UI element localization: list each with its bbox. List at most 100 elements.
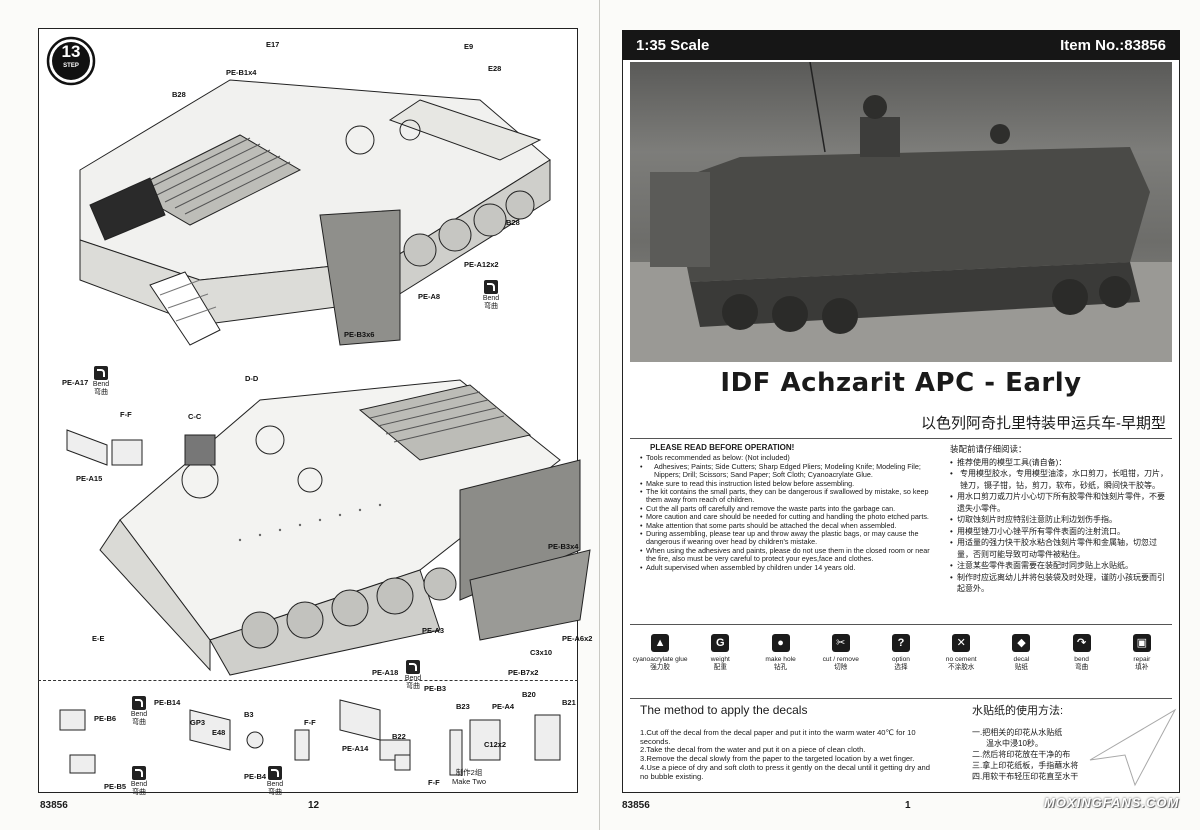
- notice-english: PLEASE READ BEFORE OPERATION! Tools reco…: [640, 443, 940, 572]
- notice-item: Make sure to read this instruction liste…: [640, 479, 940, 489]
- decal-heading-en: The method to apply the decals: [640, 703, 808, 717]
- detail-assembly-f-f: [66, 429, 143, 466]
- item-number: Item No.:83856: [1060, 36, 1166, 54]
- instruction-page-left: 13 STEP: [38, 0, 600, 830]
- callout-pe-b4: PE-B4: [244, 772, 267, 781]
- notice-chinese: 装配前请仔细阅读： 推荐使用的模型工具(请自备)： 专用模型胶水，专用模型油漆，…: [950, 444, 1170, 595]
- page-number-right: 1: [905, 800, 911, 811]
- bend-icon: [484, 280, 498, 294]
- callout-pe-b14: PE-B14: [154, 698, 181, 707]
- weight-icon: G: [711, 634, 730, 652]
- notice-item: Tools recommended as below: (Not include…: [640, 453, 940, 463]
- callout-gp3: GP3: [190, 718, 206, 727]
- callout-pe-a4: PE-A4: [492, 702, 515, 711]
- divider: [630, 438, 1172, 439]
- callout-e28: E28: [488, 64, 502, 73]
- notice-item: During assembling, please tear up and th…: [640, 529, 940, 547]
- notice-item-cn: 用水口剪刀或刀片小心切下所有胶零件和蚀刻片零件，不要遗失小零件。: [950, 491, 1170, 514]
- hero-photo: [630, 62, 1172, 362]
- detail-assembly-sub: [59, 699, 561, 776]
- notice-item-cn: 专用模型胶水，专用模型油漆，水口剪刀，长咀钳，刀片，锉刀，镊子钳，钻，剪刀，软布…: [950, 468, 1170, 491]
- vehicle-drawing-top: [79, 79, 551, 346]
- decal-step: 2.Take the decal from the water and put …: [640, 745, 866, 755]
- decal-step: 1.Cut off the decal from the decal paper…: [640, 727, 916, 746]
- callout-b22: B22: [392, 732, 406, 741]
- bend-icon: [132, 766, 146, 780]
- callout-pe-b5: PE-B5: [104, 782, 127, 791]
- notice-item: Cut the all parts off carefully and remo…: [640, 504, 940, 514]
- no-cement-icon: ✕: [952, 634, 971, 652]
- vehicle-drawing-main: [99, 379, 591, 676]
- callout-c3x10: C3x10: [530, 648, 553, 657]
- watermark: MOXINGFANS.COM: [1044, 795, 1180, 810]
- decal-step-cn: 三.拿上印花纸板，手指蘸水将: [972, 761, 1079, 770]
- callout-pe-a8: PE-A8: [418, 292, 441, 301]
- callout-pe-b6: PE-B6: [94, 714, 117, 723]
- divider: [630, 624, 1172, 625]
- footer-code-right: 83856: [622, 800, 650, 811]
- notice-item-cn: 制作时应远离幼儿并将包装袋及时处理，谨防小孩玩要而引起意外。: [950, 572, 1170, 595]
- callout-pe-b3-mid: PE-B3: [424, 684, 447, 693]
- glue-bottle-icon: ▲: [651, 634, 670, 652]
- callout-e-e: E-E: [92, 634, 105, 643]
- drill-icon: ●: [771, 634, 790, 652]
- callout-b28-a: B28: [172, 90, 186, 99]
- callout-f-f-mid: F-F: [120, 410, 132, 419]
- notice-item: The kit contains the small parts, they c…: [640, 487, 940, 505]
- decal-method-en: The method to apply the decals 1.Cut off…: [640, 703, 940, 782]
- decal-step-cn: 二.然后将印花放在干净的布: [972, 750, 1071, 759]
- decal-heading-cn: 水贴纸的使用方法:: [972, 705, 1064, 717]
- callout-b28-b: B28: [506, 218, 520, 227]
- decal-method-cn: 水贴纸的使用方法: 一.把相关的印花从水贴纸 温水中浸10秒。 二.然后将印花放…: [972, 706, 1172, 782]
- header-bar: 1:35 Scale Item No.:83856: [622, 30, 1180, 60]
- knife-icon: ✂: [831, 634, 850, 652]
- callout-e9: E9: [464, 42, 474, 51]
- bend-icon: [94, 366, 108, 380]
- callout-pe-a3: PE-A3: [422, 626, 445, 635]
- decal-step: 3.Remove the decal slowly from the paper…: [640, 754, 915, 764]
- bend-icon: ↷: [1072, 634, 1091, 652]
- callout-f-f-sub-a: F-F: [304, 718, 316, 727]
- decal-step: 4.Use a piece of dry and soft cloth to p…: [640, 762, 930, 781]
- notice-heading: PLEASE READ BEFORE OPERATION!: [650, 443, 795, 452]
- callout-pe-a14: PE-A14: [342, 744, 369, 753]
- watermark-plane-icon: [1089, 708, 1177, 787]
- bend-icon: [132, 696, 146, 710]
- callout-pe-a17: PE-A17: [62, 378, 89, 387]
- footer-code-left: 83856: [40, 800, 68, 811]
- notice-item-cn: 注意某些零件表面需要在装配时同步贴上水贴纸。: [950, 560, 1170, 572]
- notice-item-cn: 推荐使用的模型工具(请自备)：: [950, 457, 1170, 469]
- callout-b3: B3: [244, 710, 254, 719]
- step-number: 13: [61, 42, 81, 61]
- callout-pe-b7x2: PE-B7x2: [508, 668, 539, 677]
- callout-c12x2: C12x2: [484, 740, 507, 749]
- question-icon: ?: [891, 634, 910, 652]
- callout-b20: B20: [522, 690, 536, 699]
- callout-e17: E17: [266, 40, 280, 49]
- callout-b21: B21: [562, 698, 576, 707]
- callout-pe-a12: PE-A12x2: [464, 260, 499, 269]
- decal-step-cn: 温水中浸10秒。: [986, 739, 1043, 748]
- notice-item: When using the adhesives and paints, ple…: [640, 546, 940, 564]
- notice-item-cn: 切取蚀刻片时应特别注意防止利边划伤手指。: [950, 514, 1170, 526]
- sub-assembly-area: [38, 680, 578, 793]
- step-badge-icon: [46, 36, 96, 86]
- callout-e48: E48: [212, 728, 226, 737]
- callout-b23: B23: [456, 702, 470, 711]
